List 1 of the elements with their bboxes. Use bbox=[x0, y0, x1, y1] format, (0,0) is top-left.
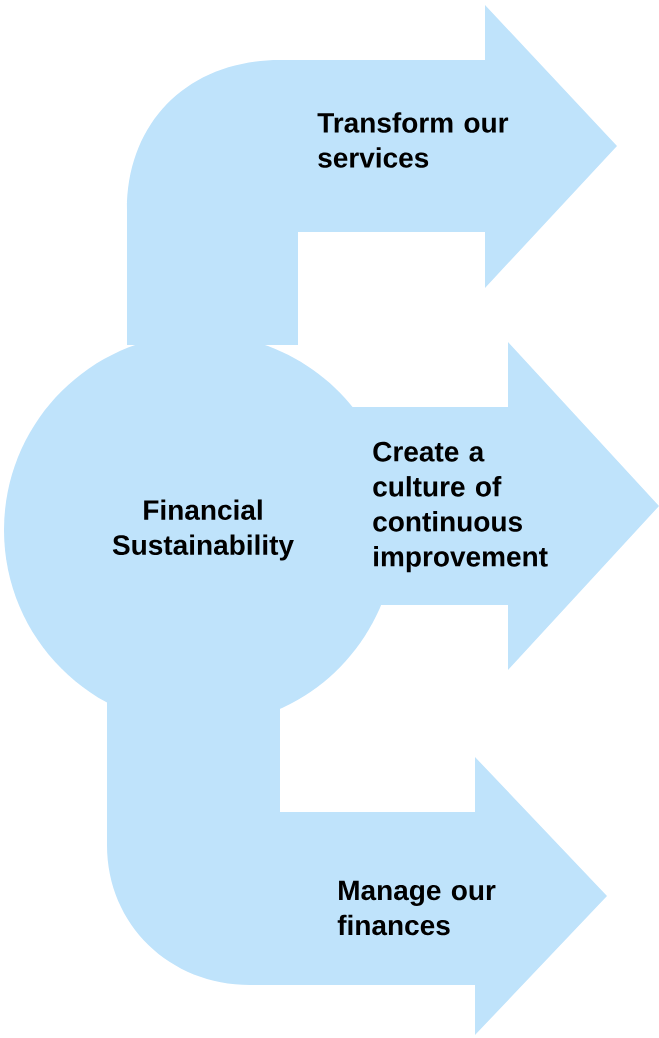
node-label: Financial Sustainability bbox=[112, 499, 294, 561]
